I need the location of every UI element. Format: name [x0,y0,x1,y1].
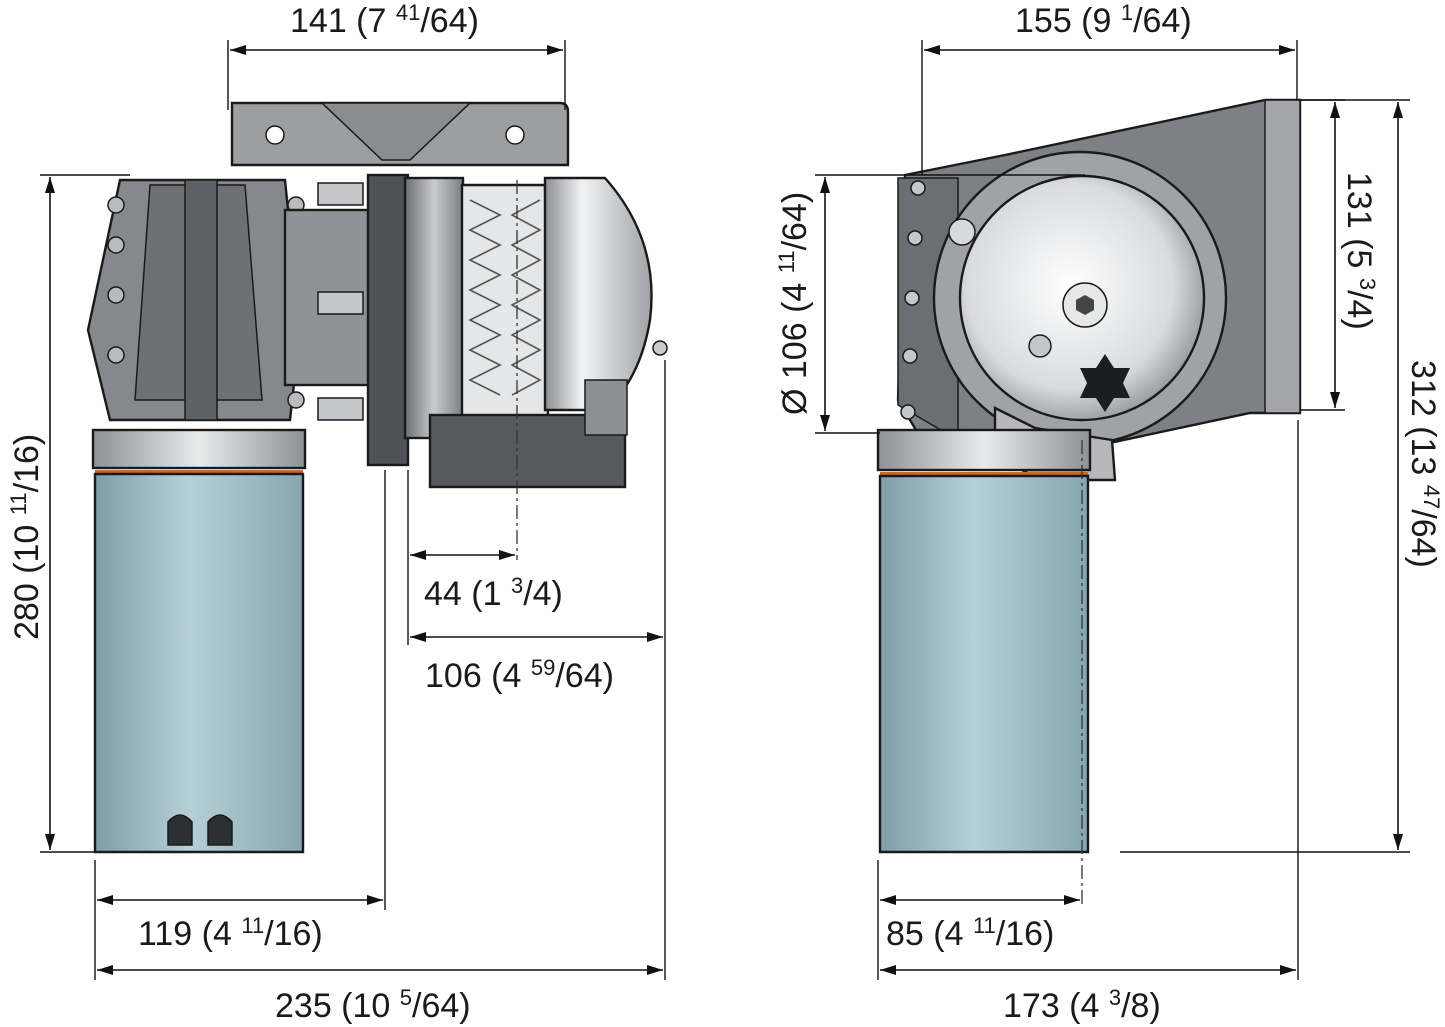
dim-label-280: 280 (10 11/16) [6,434,46,640]
dim-label-312: 312 (13 47/64) [1404,360,1444,568]
plate-hole-left [265,125,285,145]
motor-accent-band [95,470,303,474]
side-motor-accent-band [880,472,1088,476]
dim-label-diameter-106: Ø 106 (4 11/64) [774,192,814,415]
gypsy-disc-inner [403,176,465,440]
dimension-arrowheads [45,45,1403,975]
drum-hex-socket [1076,295,1094,315]
drum-stud [1028,334,1052,358]
side-motor-top-cap [876,428,1092,472]
dim-label-119: 119 (4 11/16) [138,913,323,953]
drum-bolt [652,340,668,356]
dim-label-131: 131 (5 3/4) [1340,172,1380,330]
dim-label-141: 141 (7 41/64) [290,0,479,40]
side-bracket-face [1264,99,1301,414]
side-bolts [900,180,926,420]
dim-label-173: 173 (4 3/8) [1003,985,1161,1025]
chain-gypsy-star [1080,354,1130,412]
stripper-arm [584,379,628,436]
front-plate-rib [320,102,472,161]
motor-cable-entry [167,814,233,846]
dim-label-155: 155 (9 1/64) [1015,0,1192,40]
dimension-lines [40,40,1410,980]
gearbox-center-rib [184,179,218,421]
chain-stripper [428,413,627,489]
mount-studs [317,182,364,421]
motor-top-cap [91,428,307,470]
dim-label-106: 106 (4 59/64) [425,655,614,695]
warping-drum [543,176,653,412]
dim-label-85: 85 (4 11/16) [886,913,1054,953]
front-view [86,101,668,854]
side-motor-body [878,474,1090,854]
side-pivot-bolt [948,218,976,246]
gypsy-wheel [460,183,550,422]
plate-hole-right [505,125,525,145]
dim-label-235: 235 (10 5/64) [275,985,471,1025]
deck-flange [366,173,410,467]
motor-body [93,472,305,854]
dim-label-44: 44 (1 3/4) [424,573,563,613]
side-view [876,98,1302,905]
dimension-labels: 141 (7 41/64) 155 (9 1/64) 280 (10 11/16… [6,0,1444,1025]
